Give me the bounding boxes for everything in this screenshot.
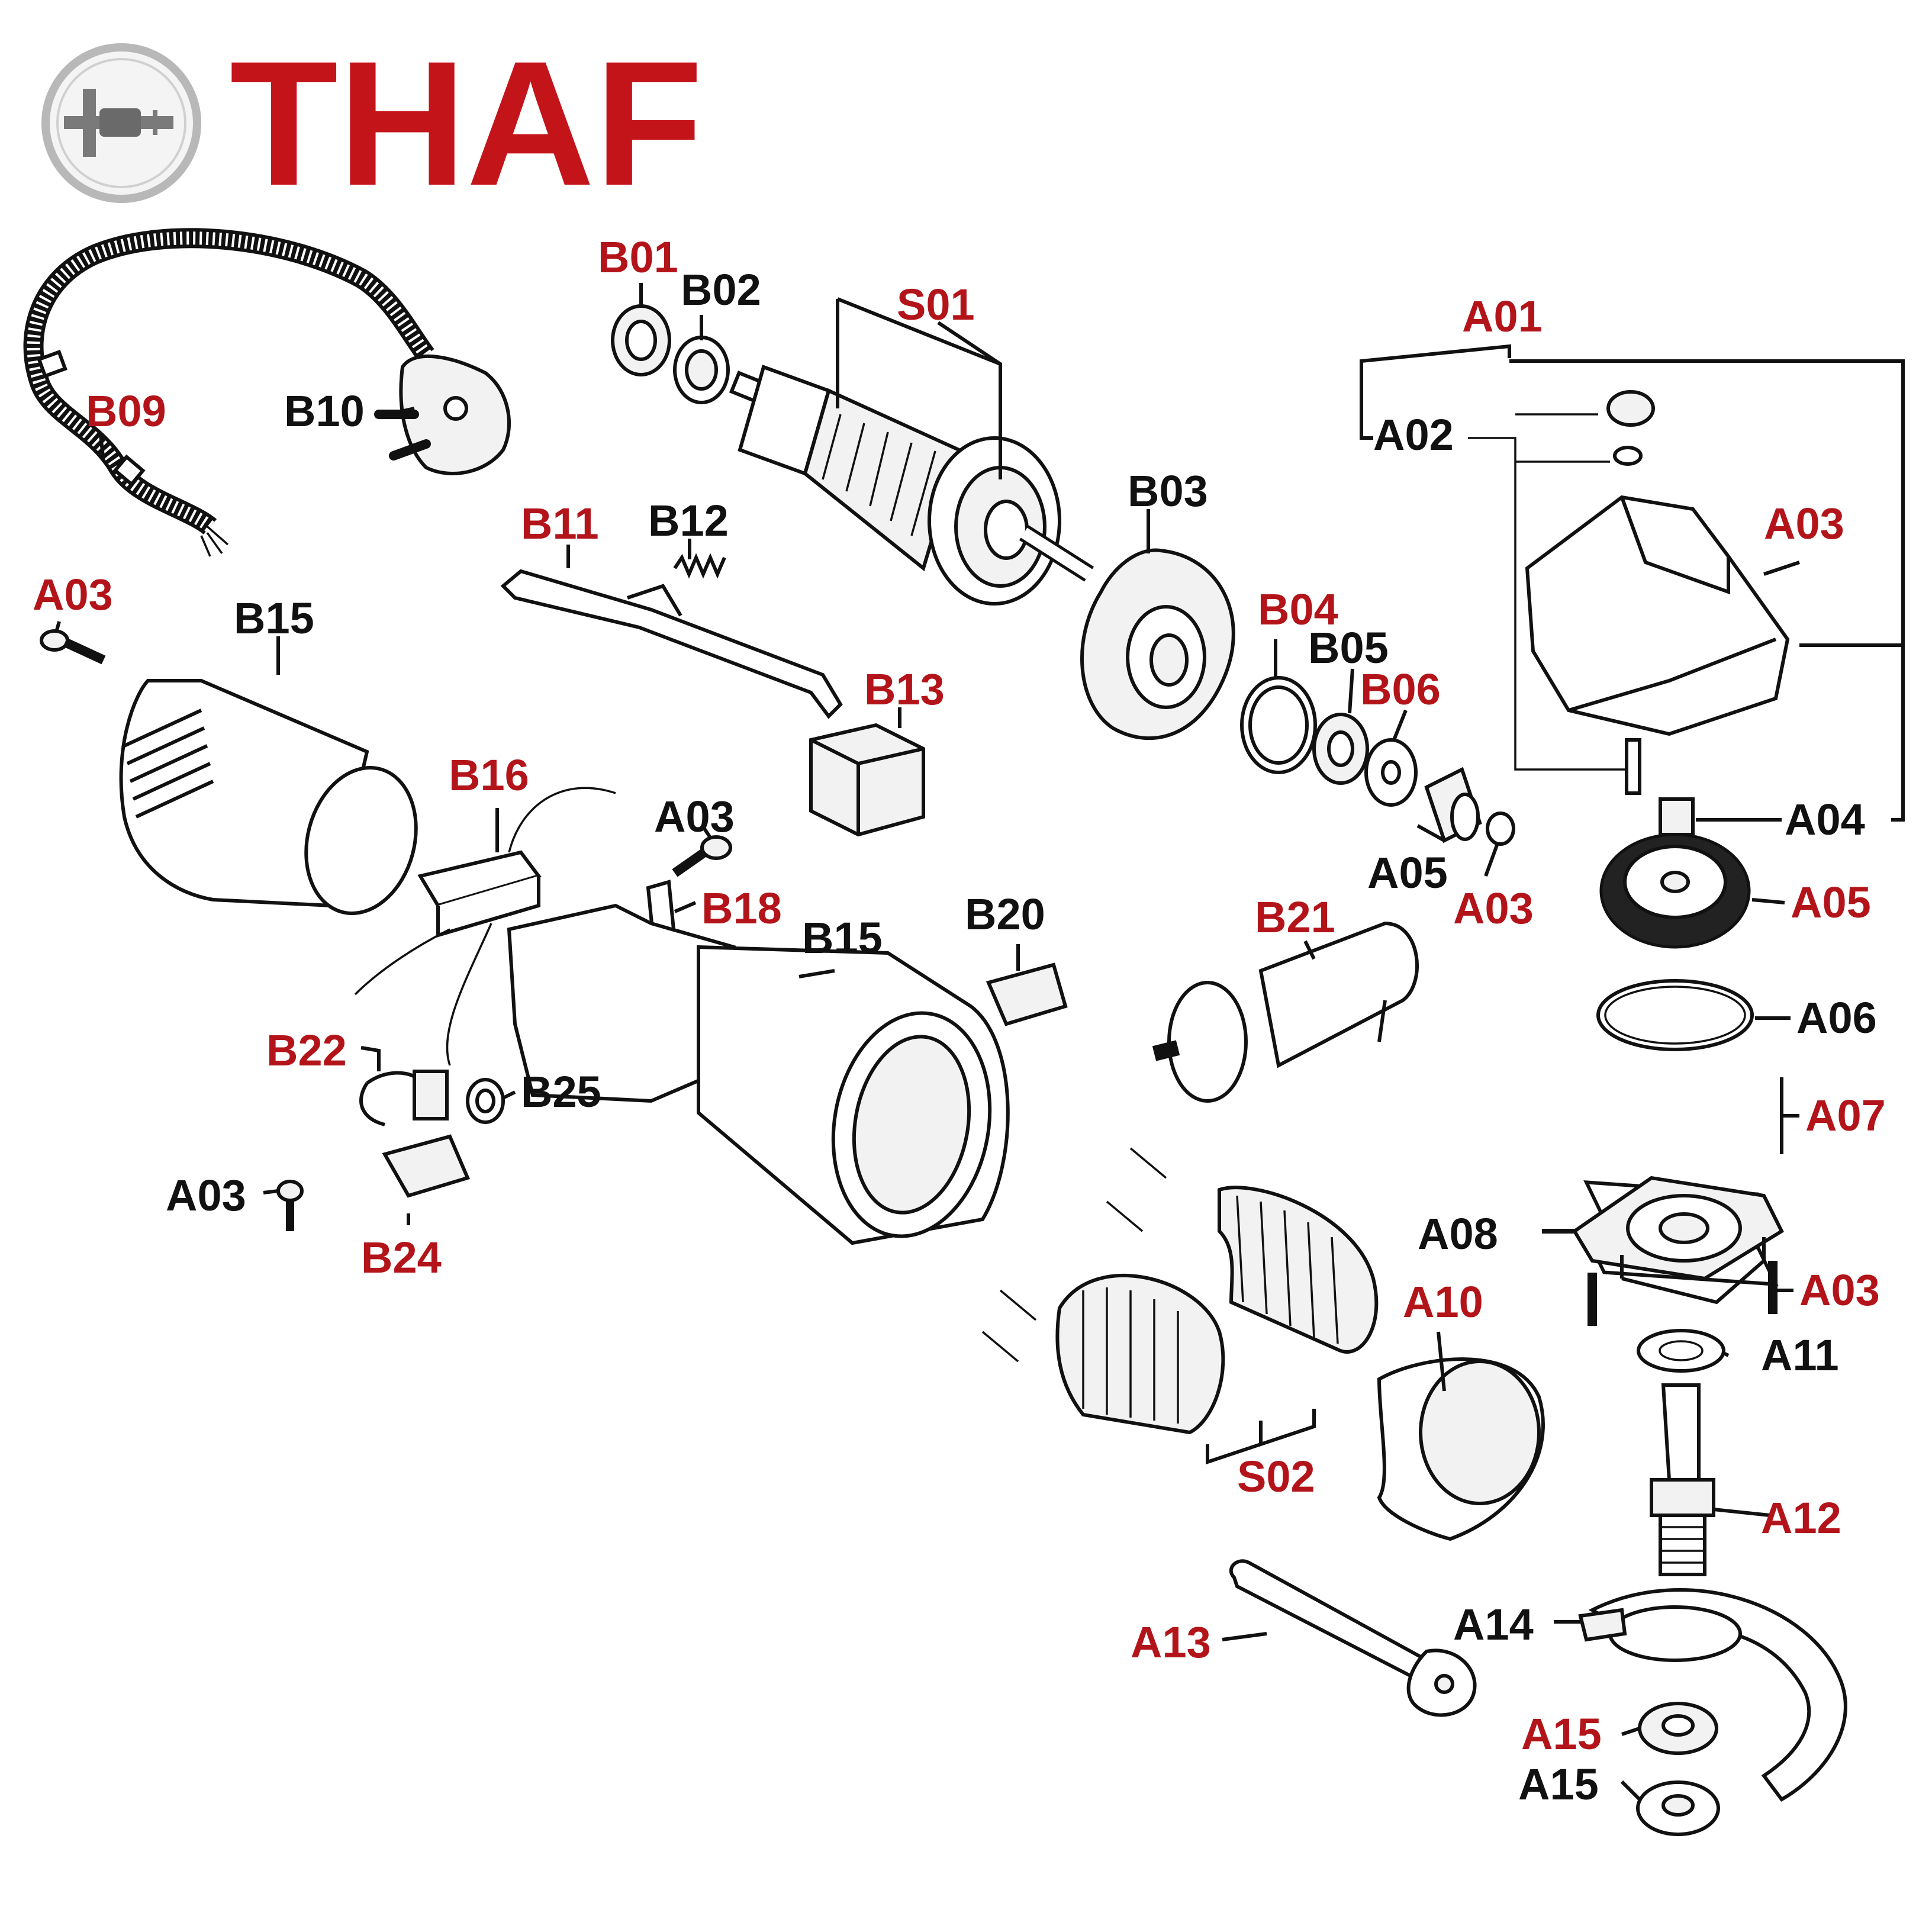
spring-part [1613, 446, 1643, 466]
power-cord-part [23, 228, 434, 557]
label-b10: B10 [284, 387, 365, 436]
motor-housing-part [507, 903, 1010, 1245]
switch-part [809, 723, 925, 837]
label-a03-bottom-left: A03 [166, 1171, 246, 1220]
label-b13: B13 [864, 665, 945, 714]
label-a13: A13 [1131, 1618, 1211, 1667]
a02-bracket [1468, 413, 1628, 771]
label-a03-left: A03 [33, 570, 113, 619]
washer-part [1637, 1329, 1725, 1373]
carbon-brush-part [413, 1070, 449, 1120]
screw-part [276, 1180, 304, 1231]
label-a05-small: A05 [1367, 848, 1448, 897]
field-coil-part [1055, 1273, 1225, 1435]
label-b21: B21 [1255, 893, 1335, 942]
lock-pin-part [1625, 738, 1641, 795]
label-a03-right: A03 [1799, 1266, 1880, 1315]
label-a15-black: A15 [1518, 1760, 1599, 1809]
label-a11: A11 [1761, 1331, 1839, 1380]
label-a03-mid: A03 [654, 792, 735, 841]
coil-lead [1106, 1147, 1167, 1232]
a01-bracket [1360, 344, 1905, 822]
label-b05: B05 [1308, 623, 1389, 672]
label-b01: B01 [598, 233, 678, 282]
label-b15-left: B15 [234, 594, 314, 643]
bearing-flange-part [1572, 1176, 1784, 1305]
coil-lead [981, 1289, 1037, 1363]
brush-holder-part [382, 1134, 471, 1198]
label-s02: S02 [1237, 1452, 1315, 1501]
label-a07: A07 [1805, 1091, 1886, 1140]
label-a03-top-right: A03 [1764, 499, 1844, 548]
label-b18: B18 [701, 884, 782, 933]
label-a01: A01 [1462, 292, 1543, 341]
plug-part [374, 354, 511, 475]
label-b12: B12 [648, 496, 729, 545]
o-ring-part [1596, 979, 1754, 1051]
label-b24: B24 [361, 1233, 442, 1282]
screw-part [40, 629, 106, 665]
air-guide-part [1377, 1357, 1545, 1541]
label-b25: B25 [521, 1067, 601, 1116]
nut-part [1486, 812, 1515, 846]
switch-rod-part [500, 569, 843, 719]
bearing-plate-part [1080, 548, 1235, 740]
label-a03-nut: A03 [1453, 884, 1534, 933]
label-b15-mid: B15 [802, 913, 883, 962]
leader-lines [54, 283, 1800, 1801]
label-a12: A12 [1761, 1493, 1841, 1543]
spindle-part [1650, 1383, 1715, 1576]
spanner-wrench-part [1229, 1559, 1477, 1717]
label-a10: A10 [1403, 1277, 1483, 1326]
side-handle-part [1152, 921, 1419, 1103]
label-s01: S01 [897, 280, 975, 329]
spindle-lock-button-part [1606, 390, 1655, 427]
gear-housing-part [1525, 495, 1790, 736]
suppressor-part [354, 787, 616, 1066]
switch-button-part [986, 962, 1068, 1026]
needle-bearing-part [1659, 797, 1695, 836]
armature-part [729, 365, 1094, 606]
screw-part [672, 835, 732, 877]
bevel-gear-part [1599, 833, 1751, 949]
label-a04: A04 [1785, 795, 1865, 844]
label-a06: A06 [1796, 993, 1877, 1042]
brand-name: THAF [230, 24, 703, 223]
part-labels: B01 B02 S01 A01 B09 B10 A02 B03 A03 B11 … [33, 233, 1886, 1809]
label-a14: A14 [1453, 1600, 1534, 1649]
label-a15-red: A15 [1521, 1709, 1602, 1759]
label-a08: A08 [1418, 1209, 1498, 1258]
label-a02: A02 [1373, 410, 1454, 459]
label-b06: B06 [1360, 665, 1441, 714]
brand-logo-icon [41, 43, 201, 203]
label-b16: B16 [449, 751, 529, 800]
spring-part [673, 553, 726, 579]
field-coil-part [1218, 1186, 1379, 1354]
wheel-guard-part [1578, 1588, 1847, 1802]
label-b02: B02 [681, 265, 761, 314]
label-b11: B11 [521, 499, 599, 548]
label-b09: B09 [86, 387, 166, 436]
rear-housing-cap-part [119, 679, 418, 915]
label-a05-gear: A05 [1791, 878, 1871, 927]
label-b03: B03 [1128, 466, 1208, 516]
label-b20: B20 [965, 890, 1045, 939]
label-b04: B04 [1258, 585, 1338, 634]
label-b22: B22 [266, 1026, 347, 1075]
